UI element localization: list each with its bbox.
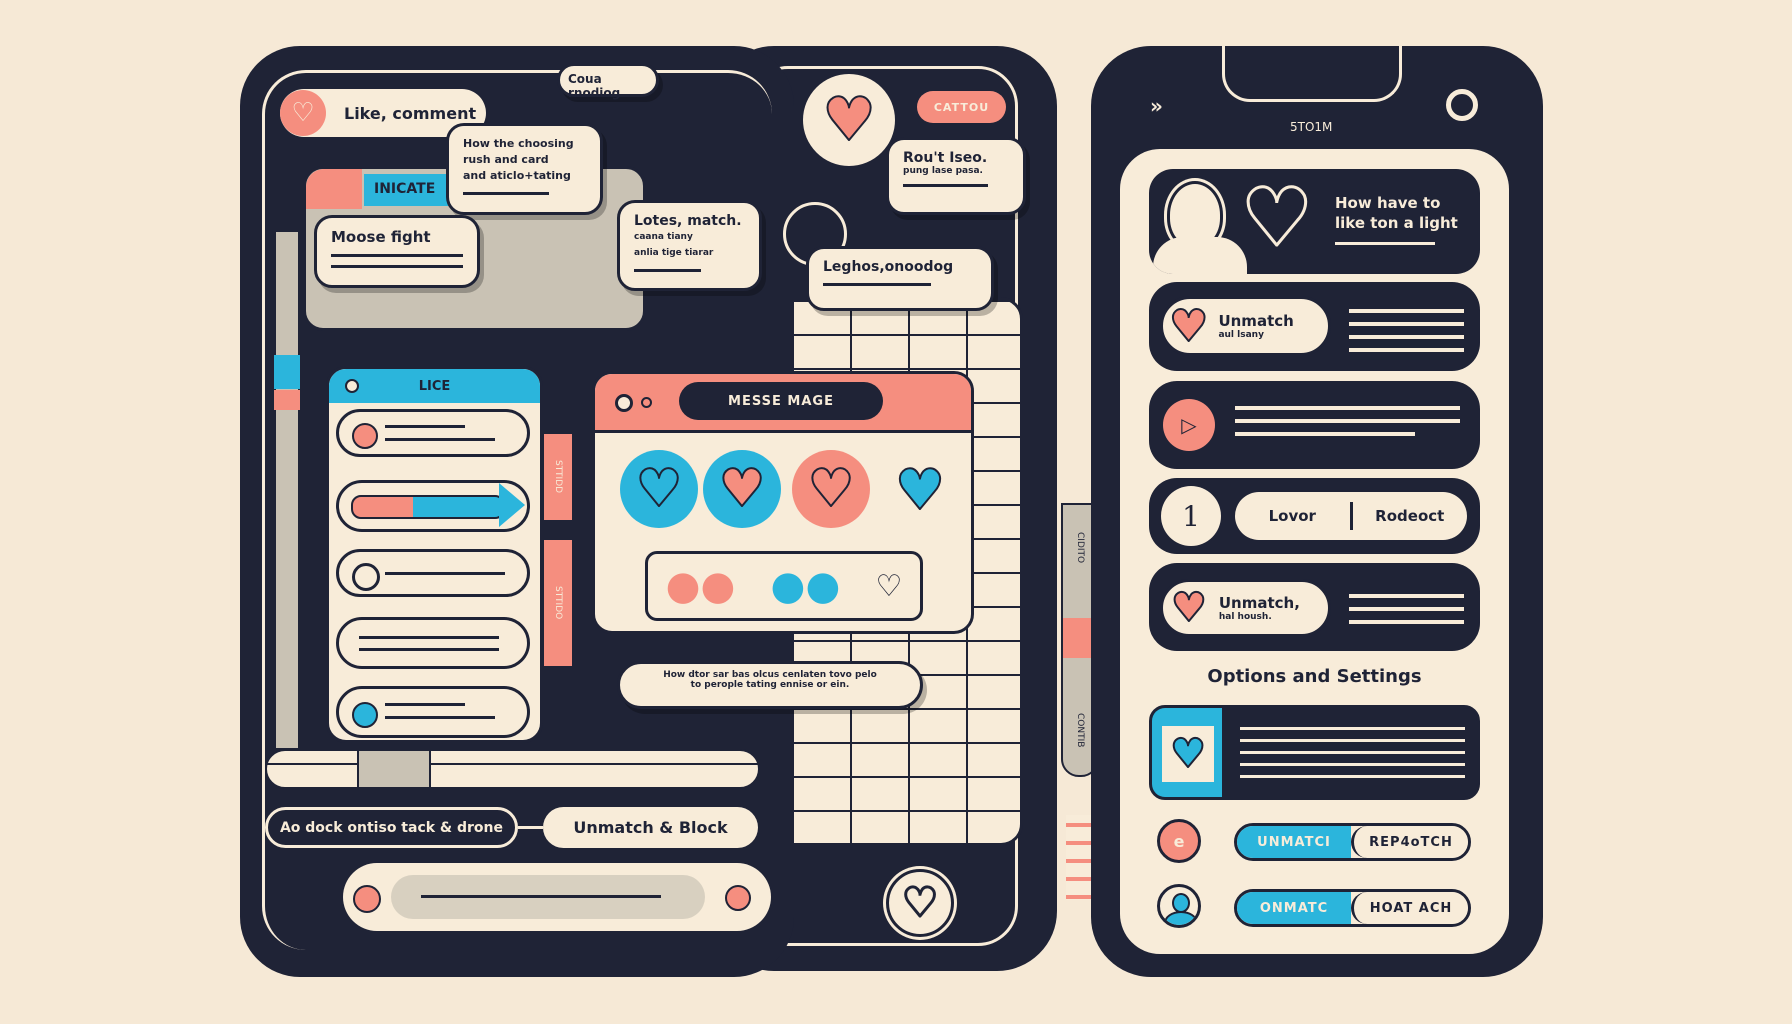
play-icon[interactable]: ▷ bbox=[1163, 399, 1215, 451]
dot-icon bbox=[725, 885, 751, 911]
list-item[interactable] bbox=[336, 686, 530, 738]
list-item[interactable] bbox=[336, 549, 530, 597]
message-input-bar[interactable] bbox=[343, 863, 771, 931]
inner-window-tab[interactable]: INICATE bbox=[364, 174, 454, 206]
media-row[interactable]: ▷ bbox=[1149, 381, 1480, 469]
unmatch-heart-toggle[interactable]: ONMATC HOAT ACH bbox=[1234, 889, 1471, 927]
connector bbox=[518, 826, 543, 829]
number-badge: 1 bbox=[1161, 486, 1221, 546]
heart-button-plain[interactable]: ♥ bbox=[885, 455, 955, 525]
heart-icon: ♥ bbox=[635, 458, 684, 520]
profile-card[interactable]: ♥ How have to like ton a light bbox=[1149, 169, 1480, 274]
like-comment-label: Like, comment bbox=[344, 103, 477, 123]
heart-icon: ♥ bbox=[894, 457, 946, 524]
heart-circle-bottom[interactable]: ♥ bbox=[886, 869, 954, 937]
side-tab[interactable]: STTIDD bbox=[544, 434, 572, 520]
dot-icon bbox=[352, 702, 378, 728]
user-icon[interactable] bbox=[1157, 884, 1201, 928]
heart-icon: ♥ bbox=[1170, 584, 1208, 632]
section-title: Options and Settings bbox=[1207, 666, 1422, 687]
dot-icon bbox=[352, 423, 378, 449]
heart-icon: ♥ bbox=[821, 84, 877, 156]
heart-icon: ♥ bbox=[1240, 170, 1315, 266]
bubble-how: How the choosing rush and card and aticl… bbox=[446, 123, 603, 215]
dot-icon bbox=[353, 885, 381, 913]
message-title: MESSE MAGE bbox=[679, 382, 883, 420]
heart-button-cyan-coral[interactable]: ♥ bbox=[703, 450, 781, 528]
message-window-header: MESSE MAGE bbox=[595, 374, 971, 433]
list-item[interactable] bbox=[336, 409, 530, 457]
left-phone-frame-line bbox=[262, 70, 772, 950]
double-circle-icon[interactable]: ●● bbox=[770, 563, 841, 609]
bubble-moose: Moose fight bbox=[314, 215, 480, 288]
bubble-leghos: Leghos,onoodog bbox=[806, 246, 994, 311]
like-comment-pill[interactable]: ♡ Like, comment bbox=[280, 89, 486, 137]
notch bbox=[1222, 46, 1402, 102]
side-tab[interactable]: STTIDO bbox=[544, 540, 572, 666]
double-circle-icon[interactable]: ●● bbox=[665, 563, 736, 609]
dot-icon bbox=[352, 563, 380, 591]
inner-window-tab-pink[interactable] bbox=[306, 169, 362, 209]
unmatch-block-button[interactable]: Unmatch & Block bbox=[543, 807, 758, 848]
bubble-rou: Rou't Iseo. pung lase pasa. bbox=[886, 137, 1026, 215]
heart-button-coral[interactable]: ♥ bbox=[792, 450, 870, 528]
left-side-bar-accent2 bbox=[274, 390, 300, 410]
bottom-bar bbox=[265, 749, 760, 789]
panel-dot bbox=[345, 379, 359, 393]
tooltip: Coua rnodiog bbox=[557, 63, 659, 100]
avatar-coral[interactable]: e bbox=[1157, 819, 1201, 863]
left-side-bar-accent bbox=[274, 355, 300, 389]
unmatch-row-2[interactable]: ♥ Unmatch,hal housh. bbox=[1149, 563, 1480, 651]
divider bbox=[1349, 502, 1353, 530]
heart-circle-top[interactable]: ♥ bbox=[803, 74, 895, 166]
camera-icon bbox=[1446, 89, 1478, 121]
top-pill[interactable]: CATTOU bbox=[917, 91, 1006, 123]
settings-card[interactable]: ♥ bbox=[1149, 705, 1480, 800]
heart-icon: ♥ bbox=[718, 458, 767, 520]
heart-button-cyan[interactable]: ♥ bbox=[620, 450, 698, 528]
speech-bubble-icon[interactable]: ♡ bbox=[875, 568, 903, 604]
bottom-bubble: How dtor sar bas olcus cenlaten tovo pel… bbox=[617, 661, 923, 709]
lover-toggle[interactable]: Lovor Rodeoct bbox=[1235, 492, 1467, 540]
heart-icon: ♡ bbox=[280, 90, 326, 136]
window-dot bbox=[641, 397, 652, 408]
heart-icon: ♥ bbox=[901, 879, 940, 928]
heart-icon: ♥ bbox=[807, 458, 856, 520]
list-item-arrow[interactable] bbox=[336, 480, 530, 532]
left-side-bar bbox=[274, 230, 300, 750]
list-item[interactable] bbox=[336, 617, 530, 669]
arrow-right-icon bbox=[351, 495, 505, 519]
lover-row[interactable]: 1 Lovor Rodeoct bbox=[1149, 478, 1480, 554]
heart-icon: ♥ bbox=[1169, 730, 1207, 778]
heart-icon: ♥ bbox=[1168, 300, 1209, 353]
status-text: 5TO1M bbox=[1290, 120, 1333, 134]
window-dot bbox=[615, 394, 633, 412]
bubble-lotes: Lotes, match. caana tiany anlia tige tia… bbox=[617, 200, 762, 291]
dock-pill[interactable]: Ao dock ontiso tack & drone bbox=[265, 807, 518, 848]
reaction-tray: ●● ●● ♡ bbox=[645, 551, 923, 621]
unmatch-report-toggle[interactable]: UNMATCI REP4oTCH bbox=[1234, 823, 1471, 861]
forward-icon[interactable]: » bbox=[1150, 94, 1163, 118]
message-input[interactable] bbox=[391, 875, 705, 919]
like-panel-header: LICE bbox=[329, 369, 540, 403]
